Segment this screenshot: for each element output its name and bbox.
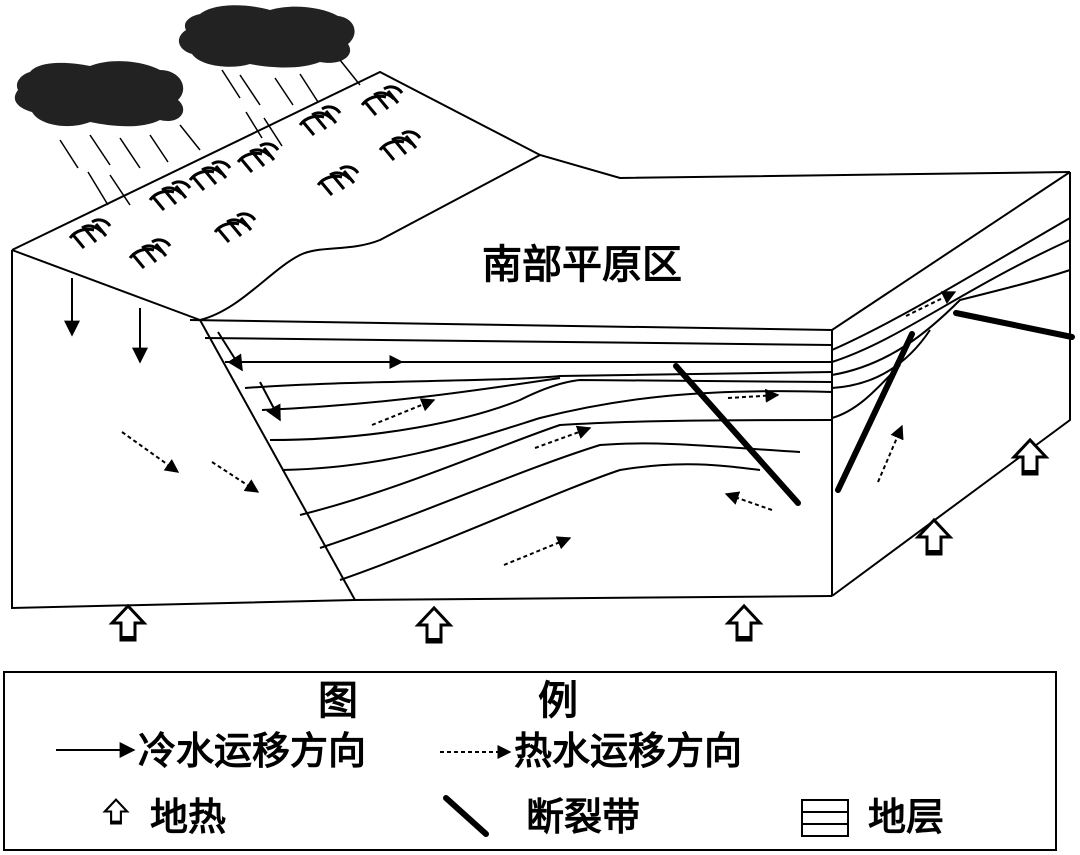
rain-clouds [14,5,361,206]
geothermal-legend-label: 地热 [150,794,226,839]
cloud-icon [178,5,355,68]
hot-water-legend-label: 热水运移方向 [514,728,742,773]
cold-water-arrows [64,278,281,422]
fault-1 [673,363,801,506]
fault-3 [953,310,1075,340]
legend-title-left: 图 [318,677,358,724]
region-label: 南部平原区 [482,241,682,288]
legend: 图 例 冷水运移方向 热水运移方向 地热 断裂带 地层 [3,671,1057,851]
fault-legend-icon [443,795,489,837]
fault-lines [673,310,1075,506]
strata-legend-icon [801,799,849,837]
fault-2 [835,331,915,493]
legend-frame [3,671,1057,851]
strata-legend-label: 地层 [868,794,944,839]
cold-water-legend-label: 冷水运移方向 [138,728,366,773]
geothermal-legend-icon [103,798,129,826]
fault-legend-label: 断裂带 [526,794,640,839]
legend-title-right: 例 [538,677,578,724]
block-outline [11,70,1071,610]
cloud-icon [14,61,184,127]
hot-water-arrows [121,291,957,566]
